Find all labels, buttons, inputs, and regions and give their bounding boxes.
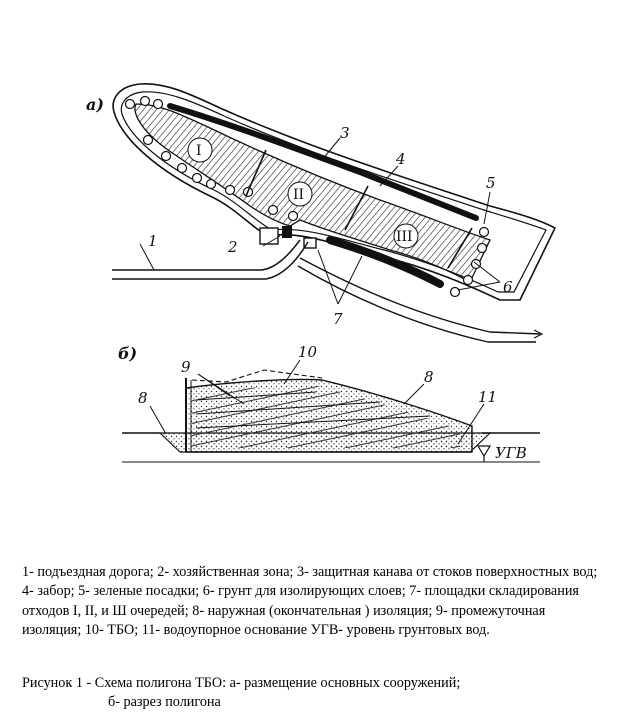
ugv-label: УГВ [495,444,527,462]
callout-1: 1 [148,232,158,250]
legend-text: 1- подъездная дорога; 2- хозяйственная з… [22,564,598,638]
callout-2: 2 [227,238,238,256]
callout-7: 7 [333,310,343,328]
section-view: б) УГВ [118,343,540,463]
zone-label-1: I [196,143,202,159]
panel-b-label: б) [118,344,137,363]
access-road [112,239,301,271]
insulating-soil-bank [326,236,444,288]
callout-9: 9 [181,358,191,376]
figure-caption: Рисунок 1 - Схема полигона ТБО: а- разме… [22,674,612,713]
callout-11: 11 [478,388,497,406]
panel-a-label: а) [86,95,104,114]
callout-10: 10 [298,343,318,361]
storage-area [134,103,491,283]
callout-8-right: 8 [424,368,434,386]
zone-label-3: III [396,229,413,245]
zone-label-2: II [293,187,304,203]
plan-view: I II III а) 1 2 3 4 5 6 [86,83,557,343]
callout-8-left: 8 [138,389,148,407]
callout-5: 5 [486,174,496,192]
green-plantings [124,95,490,298]
outer-fence-boundary [112,83,557,301]
fence-line [167,103,479,221]
callout-4: 4 [395,150,406,168]
callout-3: 3 [340,124,350,142]
caption-line-1: Рисунок 1 - Схема полигона ТБО: а- разме… [22,675,461,691]
callout-6: 6 [503,278,513,296]
caption-line-2: б- разрез полигона [108,694,221,711]
